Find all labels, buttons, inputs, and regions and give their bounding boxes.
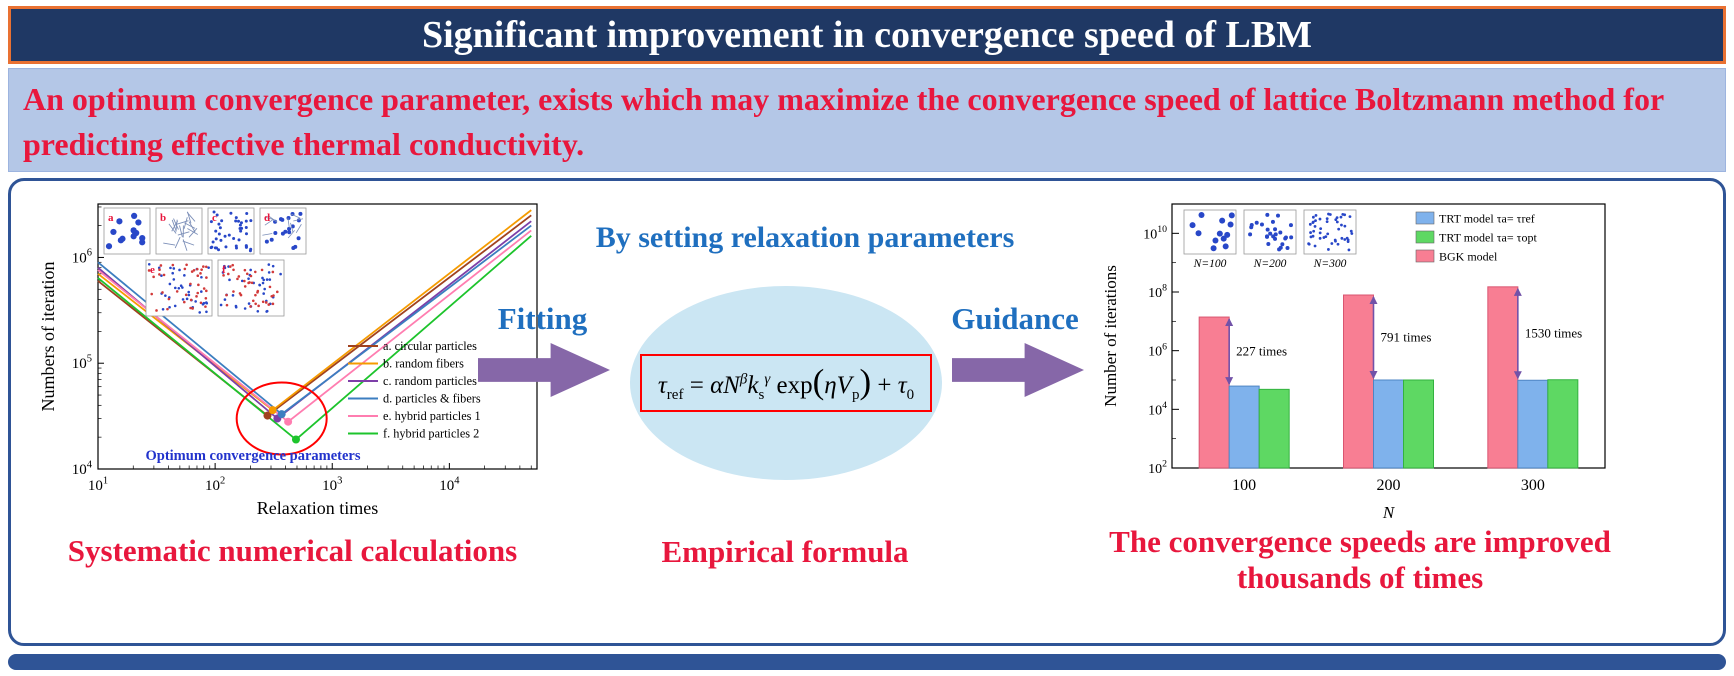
right-chart-xlabel: N [1382, 503, 1396, 522]
subtitle-banner: An optimum convergence parameter, exists… [8, 68, 1726, 172]
svg-text:a: a [108, 212, 114, 224]
svg-text:105: 105 [72, 353, 92, 372]
page-title: Significant improvement in convergence s… [421, 14, 1313, 56]
left-chart-series [97, 209, 532, 444]
title-banner: Significant improvement in convergence s… [8, 6, 1726, 64]
svg-text:101: 101 [88, 475, 108, 494]
svg-text:102: 102 [1148, 459, 1167, 477]
svg-text:e: e [150, 264, 155, 276]
svg-text:104: 104 [1148, 400, 1167, 418]
right-chart-ylabel: Number of iterations [1101, 265, 1120, 407]
svg-text:106: 106 [1148, 341, 1167, 359]
left-chart-xlabel: Relaxation times [257, 498, 378, 518]
svg-text:a. circular particles: a. circular particles [383, 339, 477, 353]
formula-text: τref = αNβksγ exp(ηVp) + τ0 [657, 362, 915, 403]
svg-text:100: 100 [1232, 477, 1256, 494]
right-chart-insets: N=100 N=200 N=300 [1183, 209, 1357, 270]
svg-text:1010: 1010 [1143, 224, 1167, 242]
svg-text:227 times: 227 times [1236, 344, 1287, 359]
left-chart-annotation: Optimum convergence parameters [145, 448, 360, 464]
svg-text:f. hybrid particles 2: f. hybrid particles 2 [383, 427, 479, 441]
svg-text:108: 108 [1148, 283, 1167, 301]
right-chart-bars [1198, 286, 1579, 469]
svg-text:1530 times: 1530 times [1525, 326, 1582, 341]
right-chart-annotations: 227 times 791 times 1530 times [1225, 287, 1582, 386]
left-caption: Systematic numerical calculations [67, 533, 518, 568]
bottom-bar [8, 654, 1726, 670]
svg-text:c. random particles: c. random particles [383, 374, 477, 388]
svg-text:104: 104 [72, 459, 93, 478]
right-caption-line2: thousands of times [1236, 559, 1484, 595]
guidance-label: Guidance [951, 301, 1079, 336]
svg-text:N=200: N=200 [1253, 258, 1287, 270]
middle-caption: Empirical formula [661, 534, 909, 569]
svg-text:b. random fibers: b. random fibers [383, 357, 464, 371]
fitting-label: Fitting [497, 301, 588, 336]
svg-text:200: 200 [1377, 477, 1401, 494]
svg-text:103: 103 [322, 475, 342, 494]
svg-text:106: 106 [72, 248, 92, 267]
svg-text:BGK model: BGK model [1439, 250, 1498, 264]
formula-box: τref = αNβksγ exp(ηVp) + τ0 [640, 354, 932, 412]
svg-text:N=100: N=100 [1193, 258, 1227, 270]
left-chart-axes: 101 102 103 104 104 105 106 [72, 203, 538, 494]
left-chart-insets: a b c d e f [103, 207, 307, 317]
optimum-highlight-ellipse [235, 381, 328, 456]
subtitle-text: An optimum convergence parameter, exists… [23, 81, 1664, 162]
svg-text:300: 300 [1521, 477, 1545, 494]
svg-text:f: f [222, 264, 226, 276]
left-chart-legend: a. circular particles b. random fibers c. … [348, 339, 481, 441]
svg-text:b: b [160, 212, 166, 224]
right-chart-axes: 102 104 106 108 1010 100 200 300 [1143, 203, 1606, 494]
right-caption: The convergence speeds are improved thou… [1050, 524, 1670, 595]
svg-text:d. particles & fibers: d. particles & fibers [383, 392, 481, 406]
svg-text:e. hybrid particles 1: e. hybrid particles 1 [383, 409, 481, 423]
flow-top-label: By setting relaxation parameters [595, 221, 1015, 254]
svg-text:104: 104 [439, 475, 460, 494]
svg-text:d: d [264, 212, 270, 224]
formula-ellipse [630, 286, 942, 480]
svg-text:N=300: N=300 [1313, 258, 1347, 270]
svg-text:c: c [212, 212, 217, 224]
svg-text:TRT model τa= τref: TRT model τa= τref [1439, 212, 1535, 226]
left-chart-ylabel: Numbers of iteration [38, 262, 58, 412]
svg-text:TRT model τa= τopt: TRT model τa= τopt [1439, 231, 1537, 245]
right-caption-line1: The convergence speeds are improved [1109, 524, 1611, 559]
svg-text:791 times: 791 times [1381, 330, 1432, 345]
svg-text:102: 102 [205, 475, 225, 494]
guidance-arrow-icon [952, 343, 1084, 397]
